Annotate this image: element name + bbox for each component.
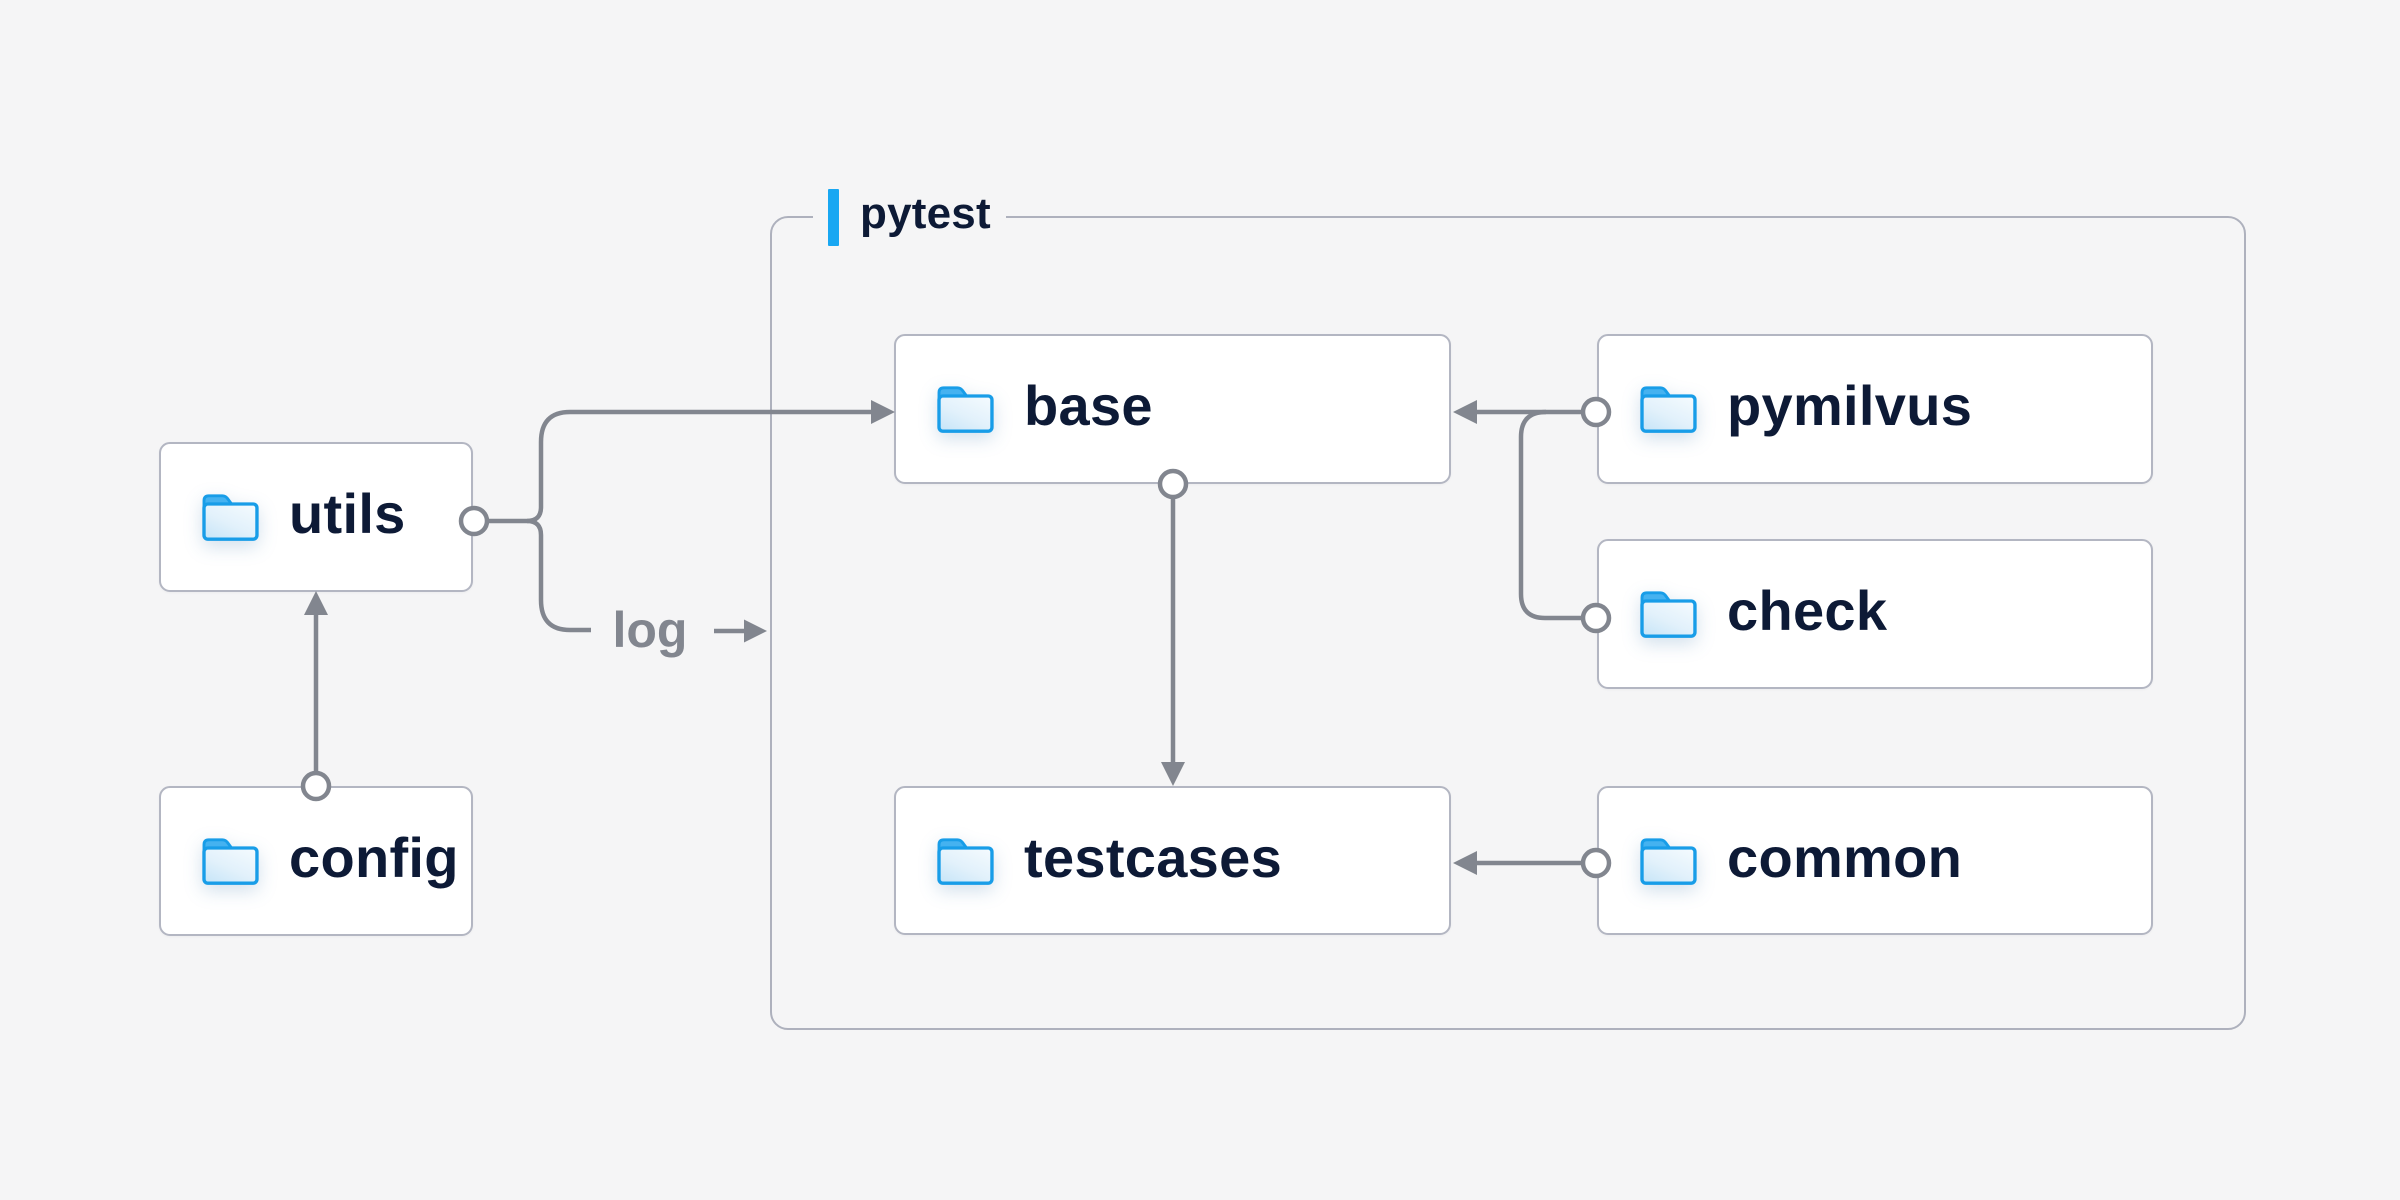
log-edge-label: log [612,602,688,658]
folder-node-label: check [1727,579,1888,642]
folder-node-base: base [894,334,1451,484]
folder-node-label: utils [289,482,406,545]
accent-bar [828,188,839,246]
folder-icon [1640,386,1697,433]
folder-icon [1640,591,1697,638]
pytest-group-border [770,216,2246,1030]
arrowhead-right-log [744,619,767,643]
folder-icon [202,494,259,541]
folder-node-label: base [1024,374,1153,437]
folder-node-testcases: testcases [894,786,1451,935]
arrowhead-up-utils [304,591,328,615]
folder-node-config: config [159,786,473,936]
pytest-group-label: pytest [813,188,1006,246]
folder-node-pymilvus: pymilvus [1597,334,2153,484]
edge-utils-log [526,518,591,633]
folder-icon [937,386,994,433]
folder-node-label: config [289,826,459,889]
folder-node-utils: utils [159,442,473,592]
folder-node-label: testcases [1024,825,1283,889]
folder-icon [1640,837,1697,885]
folder-node-label: pymilvus [1727,374,1973,437]
folder-node-common: common [1597,786,2153,935]
folder-node-check: check [1597,539,2153,689]
folder-icon [937,837,994,885]
folder-node-label: common [1727,825,1963,889]
folder-icon [202,838,259,885]
pytest-group-title: pytest [860,189,991,238]
